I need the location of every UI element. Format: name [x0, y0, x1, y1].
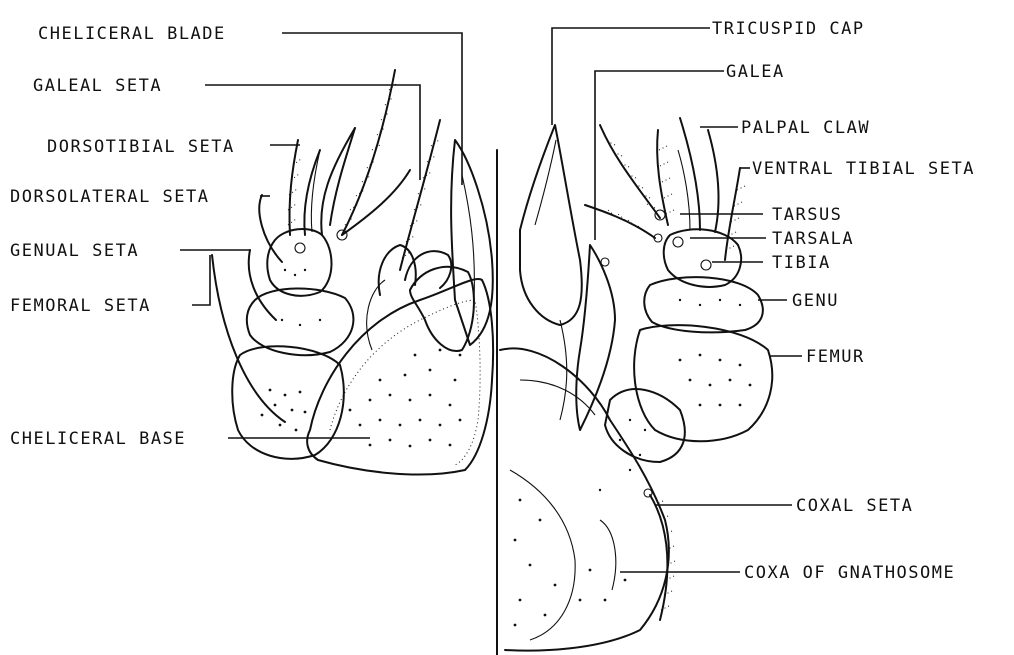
left-palp-genu	[247, 288, 354, 355]
right-palp-genu	[644, 277, 763, 332]
right-stipple	[514, 299, 752, 627]
left-cheliceral-hood	[410, 267, 474, 351]
label-tarsus: TARSUS	[772, 205, 842, 225]
label-genu: GENU	[792, 291, 839, 311]
label-femur: FEMUR	[806, 347, 865, 367]
label-ventral-tibial-seta: VENTRAL TIBIAL SETA	[752, 159, 975, 179]
label-coxa-of-gnathosome: COXA OF GNATHOSOME	[744, 563, 955, 583]
cheliceral-blade-outline	[451, 140, 493, 345]
label-genual-seta: GENUAL SETA	[10, 241, 139, 261]
right-coxa-outline	[500, 348, 669, 650]
label-galeal-seta: GALEAL SETA	[33, 76, 162, 96]
label-coxal-seta: COXAL SETA	[796, 496, 913, 516]
left-palp-tibia	[267, 229, 331, 296]
label-cheliceral-base: CHELICERAL BASE	[10, 429, 186, 449]
label-palpal-claw: PALPAL CLAW	[741, 118, 870, 138]
left-cheliceral-base-outline	[307, 279, 493, 475]
left-figure	[212, 70, 493, 475]
label-tarsala: TARSALA	[772, 229, 854, 249]
label-tricuspid-cap: TRICUSPID CAP	[712, 19, 865, 39]
label-galea: GALEA	[726, 62, 785, 82]
label-cheliceral-blade: CHELICERAL BLADE	[38, 24, 226, 44]
right-palp-femur	[634, 325, 772, 441]
label-dorsolateral-seta: DORSOLATERAL SETA	[10, 187, 210, 207]
left-palp-femur	[232, 346, 344, 459]
right-figure	[500, 118, 772, 651]
right-tricuspid-cap-outline	[520, 125, 582, 325]
label-dorsotibial-seta: DORSOTIBIAL SETA	[47, 137, 235, 157]
label-tibia: TIBIA	[772, 253, 831, 273]
label-femoral-seta: FEMORAL SETA	[10, 296, 151, 316]
